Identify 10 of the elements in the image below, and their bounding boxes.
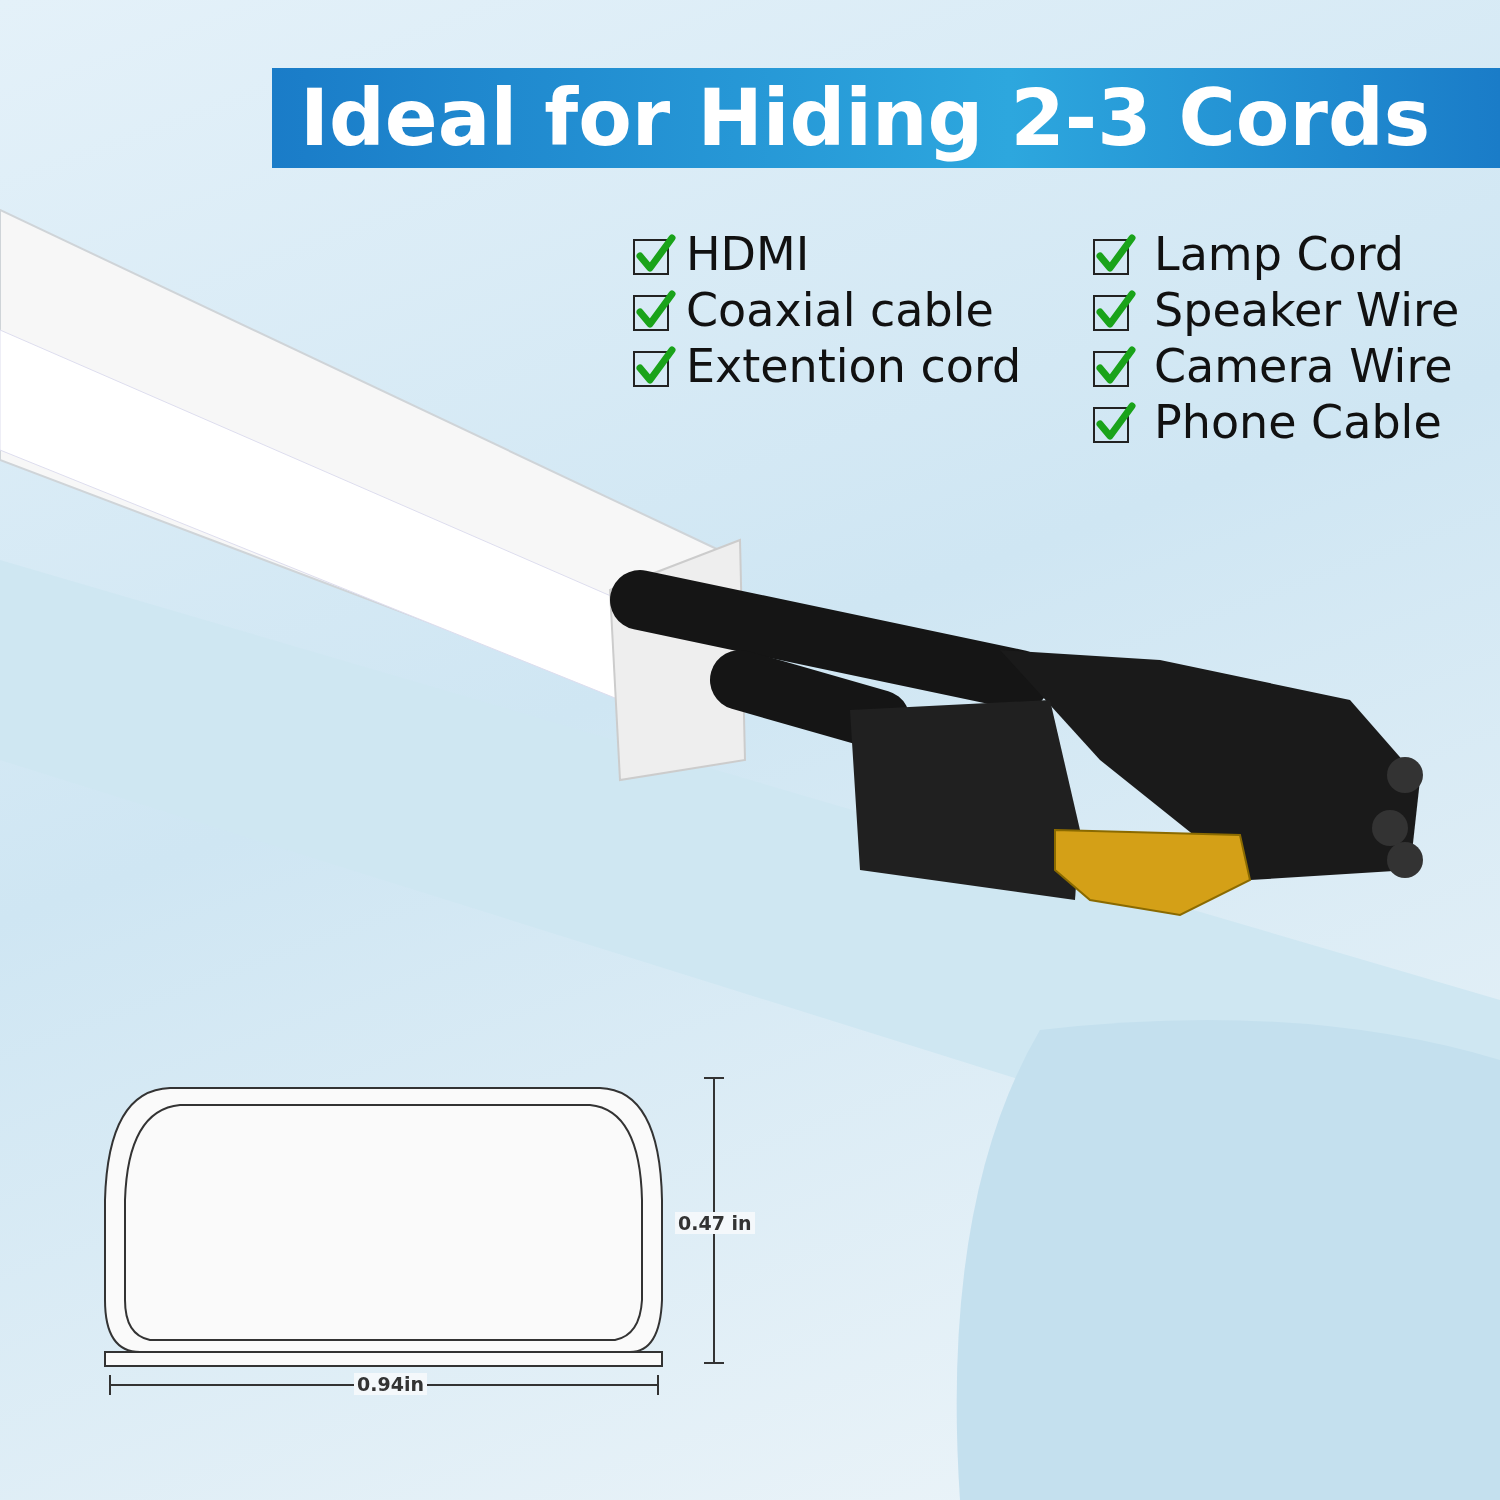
cable-type-label: Phone Cable [1154,394,1442,450]
dimension-label: 0.94in [354,1373,427,1395]
cable-type-label: Extention cord [686,338,1022,394]
cable-type-label: Speaker Wire [1154,282,1460,338]
cable-type-label: Lamp Cord [1154,226,1404,282]
dimension-label: 0.47 in [675,1212,755,1234]
cable-type-label: Camera Wire [1154,338,1453,394]
cable-type-label: Coaxial cable [686,282,994,338]
title-banner: Ideal for Hiding 2-3 Cords [272,68,1500,168]
cable-type-label: HDMI [686,226,810,282]
